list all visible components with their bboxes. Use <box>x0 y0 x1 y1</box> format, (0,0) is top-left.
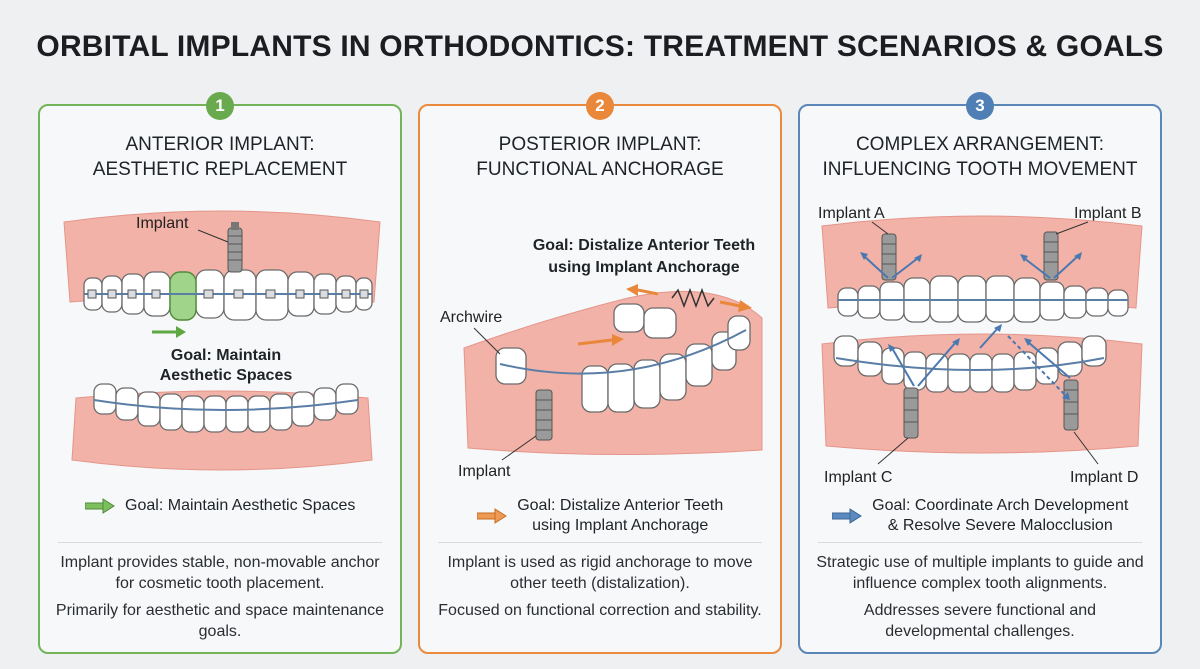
panel-title: POSTERIOR IMPLANT: FUNCTIONAL ANCHORAGE <box>420 132 780 182</box>
divider <box>818 542 1142 543</box>
implant-a-label: Implant A <box>818 205 885 222</box>
goal-text-line1: Goal: Coordinate Arch Development <box>872 497 1129 514</box>
goal-label-line2: using Implant Anchorage <box>548 259 740 276</box>
lower-teeth <box>833 335 1107 393</box>
orange-arrow-icon <box>577 284 752 346</box>
implant-screw-icon <box>227 222 243 273</box>
upper-brackets <box>87 289 369 299</box>
anterior-implant-illustration: Implant Goal: Maintain Aesthetic Spaces <box>63 210 381 471</box>
green-arrow-icon <box>84 498 115 514</box>
page-title: ORBITAL IMPLANTS IN ORTHODONTICS: TREATM… <box>36 30 1164 63</box>
goal-text: Goal: Distalize Anterior Teeth using Imp… <box>517 496 723 536</box>
complex-arrangement-illustration: Implant A Implant B Implant C Implant D <box>818 205 1143 486</box>
panel-title-line1: POSTERIOR IMPLANT: <box>498 134 702 155</box>
archwire-label: Archwire <box>440 309 502 326</box>
panel-anterior-implant: 1 ANTERIOR IMPLANT: AESTHETIC REPLACEMEN… <box>38 92 402 654</box>
blue-arrowheads <box>860 252 1082 400</box>
implant-label: Implant <box>136 215 189 232</box>
description-2: Primarily for aesthetic and space mainte… <box>55 602 385 640</box>
description-1: Implant is used as rigid anchorage to mo… <box>447 554 753 592</box>
goal-text: Goal: Maintain Aesthetic Spaces <box>125 497 356 514</box>
implant-b-label: Implant B <box>1074 205 1142 222</box>
implant-label: Implant <box>458 463 511 480</box>
description-2: Focused on functional correction and sta… <box>438 602 762 619</box>
description-1: Strategic use of multiple implants to gu… <box>816 554 1144 592</box>
step-badge-1: 1 <box>206 92 234 120</box>
implant-d-label: Implant D <box>1070 469 1138 486</box>
panel-complex-arrangement: 3 COMPLEX ARRANGEMENT: INFLUENCING TOOTH… <box>798 92 1162 654</box>
goal-text: Goal: Coordinate Arch Development & Reso… <box>872 496 1128 536</box>
lower-archwire <box>93 399 359 411</box>
panel-title: ANTERIOR IMPLANT: AESTHETIC REPLACEMENT <box>40 132 400 182</box>
teeth-arc <box>495 303 751 413</box>
goal-text-line2: & Resolve Severe Malocclusion <box>887 517 1113 534</box>
lower-teeth <box>93 383 359 433</box>
archwire-line <box>499 329 747 375</box>
description-2: Addresses severe functional and developm… <box>863 602 1097 640</box>
green-arrow-icon <box>152 326 186 338</box>
goal-text-line1: Goal: Distalize Anterior Teeth <box>517 497 724 514</box>
implant-a-screw-icon <box>881 233 897 281</box>
posterior-implant-illustration: Goal: Distalize Anterior Teeth using Imp… <box>440 237 763 480</box>
implant-d-screw-icon <box>1063 379 1079 431</box>
implant-c-label: Implant C <box>824 469 892 486</box>
goal-row: Goal: Distalize Anterior Teeth using Imp… <box>420 496 780 536</box>
panel-title-line1: COMPLEX ARRANGEMENT: <box>855 134 1105 155</box>
goal-label-line2: Aesthetic Spaces <box>160 367 293 384</box>
panel-title-line2: AESTHETIC REPLACEMENT <box>92 159 348 180</box>
goal-label-line1: Goal: Maintain <box>171 347 281 364</box>
goal-label-line1: Goal: Distalize Anterior Teeth <box>533 237 755 254</box>
panel-posterior-implant: 2 POSTERIOR IMPLANT: FUNCTIONAL ANCHORAG… <box>418 92 782 654</box>
goal-row: Goal: Maintain Aesthetic Spaces <box>40 496 400 516</box>
replacement-tooth <box>169 271 197 321</box>
panel-title-line2: FUNCTIONAL ANCHORAGE <box>476 159 724 180</box>
panel-title: COMPLEX ARRANGEMENT: INFLUENCING TOOTH M… <box>800 132 1160 182</box>
implant-c-screw-icon <box>903 387 919 439</box>
spring-coil <box>671 287 715 309</box>
lower-archwire <box>835 357 1105 371</box>
step-badge-2: 2 <box>586 92 614 120</box>
blue-arrow-icon <box>863 255 1079 397</box>
goal-row: Goal: Coordinate Arch Development & Reso… <box>800 496 1160 536</box>
divider <box>58 542 382 543</box>
implant-screw-icon <box>535 389 553 441</box>
orange-arrow-icon <box>476 508 507 524</box>
divider <box>438 542 762 543</box>
step-badge-3: 3 <box>966 92 994 120</box>
panel-title-line1: ANTERIOR IMPLANT: <box>125 134 315 155</box>
goal-text-line2: using Implant Anchorage <box>532 517 709 534</box>
panel-title-line2: INFLUENCING TOOTH MOVEMENT <box>822 159 1138 180</box>
description-1: Implant provides stable, non-movable anc… <box>60 554 380 592</box>
implant-b-screw-icon <box>1043 231 1059 281</box>
blue-arrow-icon <box>831 508 862 524</box>
